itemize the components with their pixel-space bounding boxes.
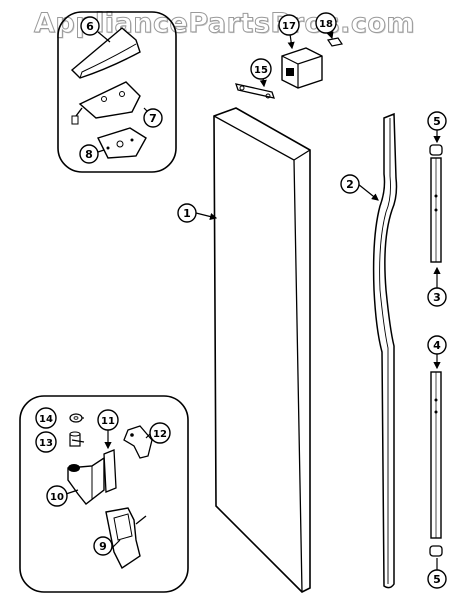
callout-15: 15 — [250, 58, 272, 80]
door-stop-part — [281, 47, 323, 89]
callout-12: 12 — [149, 422, 171, 444]
callout-6: 6 — [80, 16, 100, 36]
callout-10: 10 — [46, 485, 68, 507]
callout-18: 18 — [315, 12, 337, 34]
callout-18-label: 18 — [319, 19, 333, 30]
callout-5-top: 5 — [427, 111, 447, 131]
end-cap-top — [429, 144, 443, 156]
callout-8-label: 8 — [85, 148, 93, 161]
callout-5-bottom: 5 — [427, 569, 447, 589]
hinge-bracket-part — [123, 425, 153, 459]
cam-bracket-part — [235, 83, 275, 99]
callout-5-top-label: 5 — [433, 115, 441, 128]
inset-box-bottom — [19, 395, 189, 593]
inset-box-top — [57, 11, 177, 173]
screw-part — [327, 37, 343, 47]
callout-2-label: 2 — [346, 178, 354, 191]
callout-2: 2 — [340, 174, 360, 194]
upper-hinge-part — [78, 81, 141, 119]
spacer-part — [103, 449, 117, 493]
callout-3-label: 3 — [433, 291, 441, 304]
hinge-mount-part — [105, 507, 141, 570]
callout-13-label: 13 — [39, 438, 53, 449]
callout-7: 7 — [143, 108, 163, 128]
callout-3: 3 — [427, 287, 447, 307]
callout-7-label: 7 — [149, 112, 157, 125]
callout-5-bottom-label: 5 — [433, 573, 441, 586]
callout-4-label: 4 — [433, 339, 441, 352]
callout-14: 14 — [35, 407, 57, 429]
callout-17-label: 17 — [282, 21, 296, 32]
door-panel — [213, 107, 311, 593]
callout-9: 9 — [93, 536, 113, 556]
hinge-shim-part — [97, 127, 147, 159]
callout-15-label: 15 — [254, 65, 268, 76]
callout-17: 17 — [278, 14, 300, 36]
callout-10-label: 10 — [50, 492, 64, 503]
callout-4: 4 — [427, 335, 447, 355]
hinge-cover-part — [70, 27, 141, 79]
callout-11: 11 — [97, 409, 119, 431]
callout-1: 1 — [177, 203, 197, 223]
callout-13: 13 — [35, 431, 57, 453]
callout-9-label: 9 — [99, 540, 107, 553]
callout-8: 8 — [79, 144, 99, 164]
callout-1-label: 1 — [183, 207, 191, 220]
callout-6-label: 6 — [86, 20, 94, 33]
callout-11-label: 11 — [101, 416, 115, 427]
callout-14-label: 14 — [39, 414, 53, 425]
door-handle — [372, 112, 398, 589]
callout-12-label: 12 — [153, 429, 167, 440]
end-cap-bottom — [429, 545, 443, 557]
